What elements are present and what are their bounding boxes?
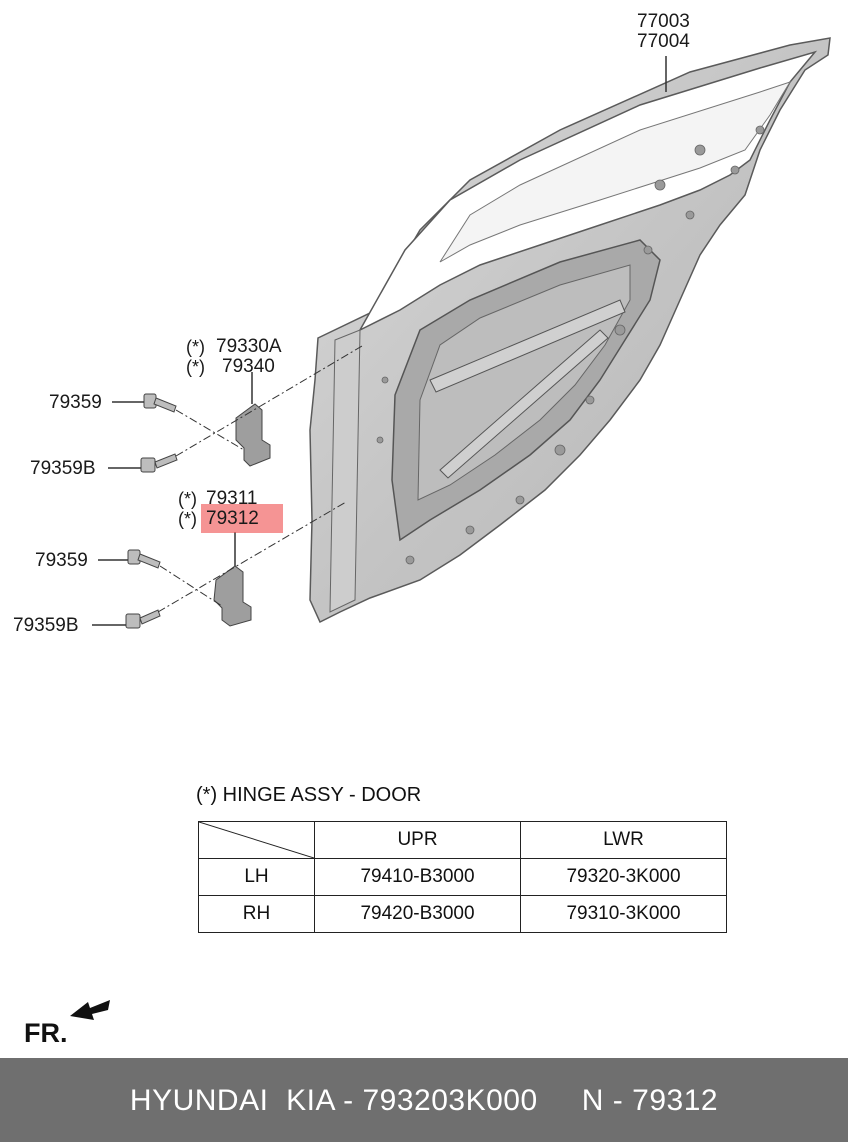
corner-diagonal xyxy=(199,822,314,858)
door-exploded-diagram xyxy=(92,37,831,629)
lower-hinge-part xyxy=(213,532,252,627)
column-header-lwr: LWR xyxy=(520,821,727,859)
bolt-leaders xyxy=(92,401,144,626)
front-arrow-icon xyxy=(70,1000,110,1020)
row-side-rh: RH xyxy=(198,895,315,933)
asterisk-mark: (*) xyxy=(186,337,205,357)
cell-lh-lwr: 79320-3K000 xyxy=(520,858,727,896)
part-label-79359-upper: 79359 xyxy=(49,392,102,413)
cell-rh-lwr: 79310-3K000 xyxy=(520,895,727,933)
table-corner-cell xyxy=(198,821,315,859)
table-row: LH 79410-B3000 79320-3K000 xyxy=(198,858,727,896)
part-label-79311: 79311 xyxy=(206,488,258,509)
asterisk-mark: (*) xyxy=(178,509,197,529)
hinge-table: UPR LWR LH 79410-B3000 79320-3K000 RH 79… xyxy=(198,821,727,933)
legend-title: (*) HINGE ASSY - DOOR xyxy=(196,784,422,806)
part-label-79330a: 79330A xyxy=(216,336,282,357)
upper-hinge-part xyxy=(235,372,271,467)
part-label-77003: 77003 xyxy=(637,11,690,32)
cell-lh-upr: 79410-B3000 xyxy=(314,858,521,896)
table-header-row: UPR LWR xyxy=(198,821,727,859)
footer-bar: HYUNDAI KIA - 793203K000 N - 79312 xyxy=(0,1058,848,1142)
part-label-79359b-upper: 79359B xyxy=(30,458,96,479)
bolt-upper-1 xyxy=(143,393,177,413)
part-label-79359b-lower: 79359B xyxy=(13,615,79,636)
asterisk-mark: (*) xyxy=(186,357,205,377)
bolt-upper-2 xyxy=(140,453,178,473)
cell-rh-upr: 79420-B3000 xyxy=(314,895,521,933)
column-header-upr: UPR xyxy=(314,821,521,859)
front-direction-label: FR. xyxy=(24,1018,68,1048)
door-panel-shell xyxy=(309,37,831,624)
table-row: RH 79420-B3000 79310-3K000 xyxy=(198,895,727,933)
bolt-lower-1 xyxy=(127,549,161,569)
bolt-lower-2 xyxy=(125,609,161,629)
row-side-lh: LH xyxy=(198,858,315,896)
part-label-77004: 77004 xyxy=(637,31,690,52)
footer-part-number: HYUNDAI KIA - 793203K000 N - 79312 xyxy=(129,1084,719,1117)
part-label-79359-lower: 79359 xyxy=(35,550,88,571)
assembly-dash-lines xyxy=(157,345,363,613)
asterisk-mark: (*) xyxy=(178,489,197,509)
part-label-79312: 79312 xyxy=(206,508,259,529)
highlight-box xyxy=(201,504,283,533)
part-label-79340: 79340 xyxy=(222,356,275,377)
